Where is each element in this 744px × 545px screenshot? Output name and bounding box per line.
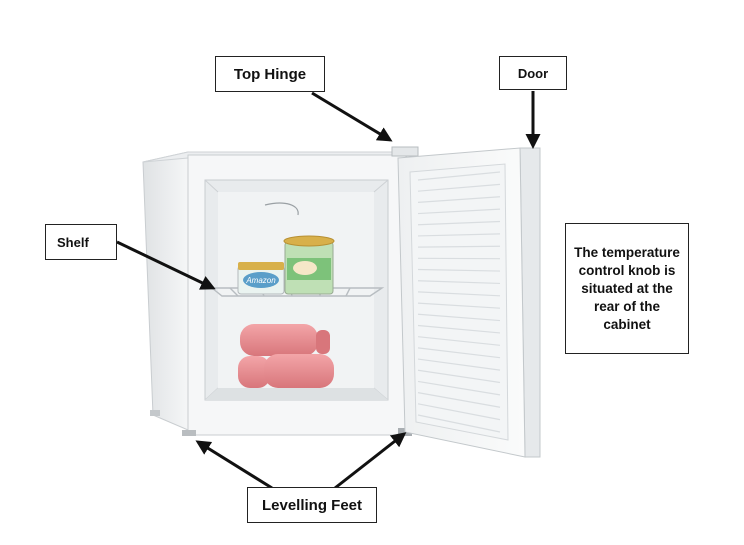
ice-cream-tub-right bbox=[283, 235, 335, 295]
door-rib bbox=[417, 403, 501, 421]
ice-cream-brand-text: Amazon bbox=[245, 276, 276, 285]
foot-left bbox=[182, 430, 196, 436]
label-door: Door bbox=[499, 56, 567, 90]
cabinet-side-panel bbox=[142, 151, 189, 431]
door-rib bbox=[417, 171, 501, 181]
door bbox=[397, 147, 541, 458]
label-levelling-feet: Levelling Feet bbox=[247, 487, 377, 523]
door-rib bbox=[417, 245, 501, 248]
sensor-cable bbox=[264, 202, 299, 216]
door-rib bbox=[417, 196, 501, 203]
foot-back-left bbox=[150, 410, 160, 416]
arrow-feet-left bbox=[195, 440, 273, 490]
door-rib bbox=[417, 233, 501, 237]
top-hinge bbox=[391, 146, 419, 157]
door-rib bbox=[417, 291, 501, 297]
door-rib bbox=[417, 414, 501, 433]
door-rib bbox=[417, 347, 501, 359]
ice-cream-tub-left: Amazon bbox=[237, 262, 285, 295]
door-rib bbox=[417, 358, 501, 371]
door-rib bbox=[417, 336, 501, 346]
arrow-top-hinge bbox=[311, 91, 393, 142]
door-rib bbox=[417, 369, 501, 384]
door-rib bbox=[417, 392, 501, 408]
door-rib bbox=[417, 268, 501, 272]
door-inner-liner bbox=[409, 163, 509, 441]
door-ribs bbox=[417, 171, 501, 433]
door-rib bbox=[417, 380, 501, 396]
interior-floor bbox=[205, 388, 388, 400]
door-rib bbox=[417, 280, 501, 285]
door-rib bbox=[417, 220, 501, 226]
arrow-shelf bbox=[116, 240, 216, 290]
door-rib bbox=[417, 183, 501, 192]
label-temperature-note: The temperature control knob is situated… bbox=[565, 223, 689, 354]
interior-edge bbox=[204, 179, 219, 193]
arrow-feet-right bbox=[334, 432, 407, 490]
door-rib bbox=[417, 324, 501, 334]
door-rib bbox=[417, 302, 501, 309]
label-top-hinge: Top Hinge bbox=[215, 56, 325, 92]
interior-edge bbox=[373, 179, 389, 193]
door-rib bbox=[417, 208, 501, 215]
door-rib bbox=[417, 313, 501, 322]
frozen-sausage-packs bbox=[238, 324, 334, 388]
label-shelf: Shelf bbox=[45, 224, 117, 260]
